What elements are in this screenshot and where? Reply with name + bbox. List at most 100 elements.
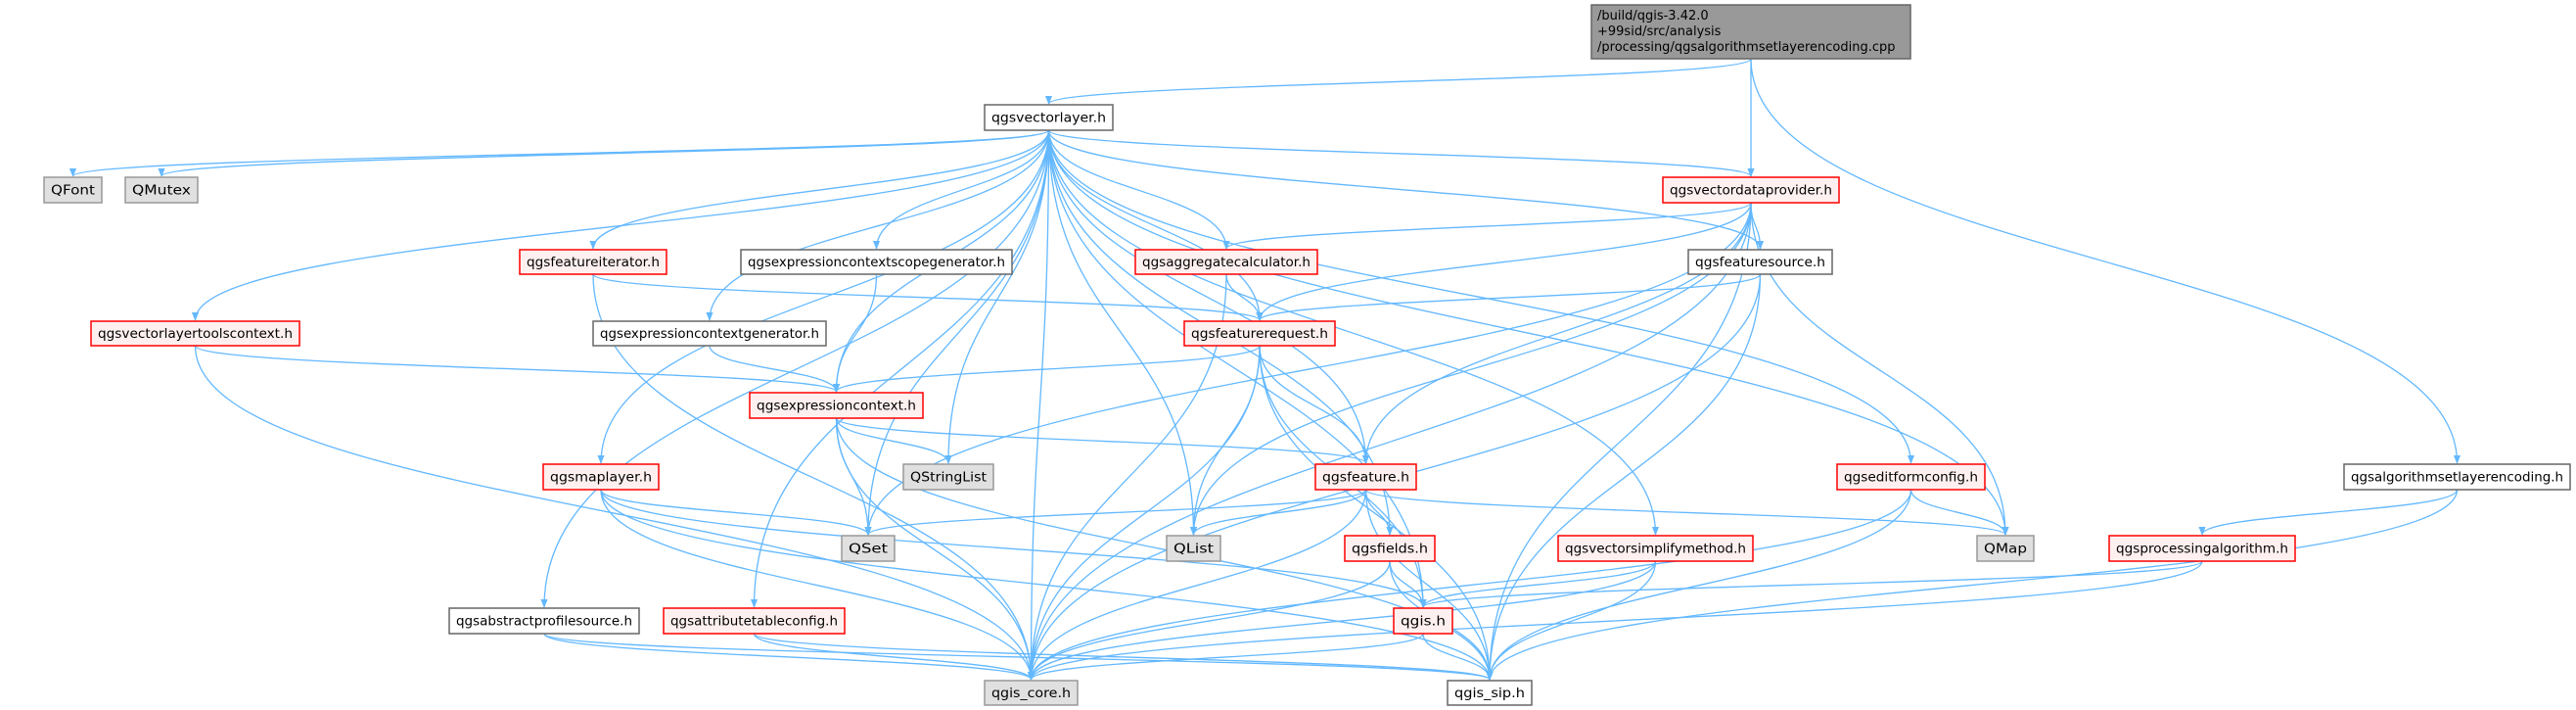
node-qgsexpressioncontext[interactable]: qgsexpressioncontext.h [749,392,924,419]
edge-qgsfeature-to-qgis_sip [1364,489,1494,681]
node-qgsfeaturerequest[interactable]: qgsfeaturerequest.h [1183,320,1336,347]
edge-qgsalgorithmsetlayerencoding-to-qgsprocessingalgorithm [2198,489,2459,536]
node-box [1590,4,1911,60]
edge-qgis-to-qgis_sip [1422,633,1494,681]
node-label: qgsfeature.h [1322,471,1409,486]
node-QSet[interactable]: QSet [841,535,896,562]
edge-qgsexpressioncontextscopegenerator-to-qgsexpressioncontext [832,273,878,393]
node-label: qgsfeatureiterator.h [527,256,660,270]
node-box [1447,680,1533,706]
edge-qgsvectorlayer-to-QStringList [944,129,1050,464]
node-qgsvectorlayer[interactable]: qgsvectorlayer.h [984,104,1114,131]
edges-layer [69,58,2461,681]
node-QMutex[interactable]: QMutex [124,176,199,204]
node-box [1557,535,1754,562]
node-label: QFont [51,184,95,199]
edge-qgsexpressioncontextgenerator-to-qgsexpressioncontext [709,345,841,393]
edge-qgsvectorlayer-to-qgsexpressioncontextgenerator [706,129,1050,321]
node-label: qgsattributetableconfig.h [670,615,838,630]
edge-qgsvectorlayer-to-qgsexpressioncontextscopegenerator [872,129,1050,250]
edge-qgseditformconfig-to-QMap [1909,489,2009,536]
edge-qgsvectordataprovider-to-qgsfeaturerequest [1256,202,1752,321]
edge-qgsabstractprofilesource-to-qgis_core [543,633,1035,681]
edge-qgsvectorlayer-to-qgis [1047,129,1427,608]
edge-root-to-qgsvectorlayer [1045,58,1752,105]
node-qgsfields[interactable]: qgsfields.h [1344,535,1436,562]
node-qgsaggregatecalculator[interactable]: qgsaggregatecalculator.h [1134,249,1318,275]
edge-qgseditformconfig-to-qgis_sip [1486,489,1912,681]
node-box [841,535,896,562]
node-label: qgis.h [1401,615,1446,630]
node-qgsmaplayer[interactable]: qgsmaplayer.h [542,463,660,491]
node-qgsprocessingalgorithm[interactable]: qgsprocessingalgorithm.h [2108,535,2296,562]
node-label: qgsalgorithmsetlayerencoding.h [2351,471,2563,486]
edge-qgsexpressioncontext-to-qgis_core [835,417,1035,681]
node-box [1183,320,1336,347]
node-qgsexpressioncontextscopegenerator[interactable]: qgsexpressioncontextscopegenerator.h [740,249,1013,275]
node-box [1344,535,1436,562]
root-label-line: +99sid/src/analysis [1597,24,1722,39]
edge-qgsvectorlayer-to-QMutex [158,129,1050,177]
node-label: qgsfeaturesource.h [1695,256,1825,270]
edge-qgsvectorsimplifymethod-to-qgis_sip [1486,560,1657,681]
node-qgsattributetableconfig[interactable]: qgsattributetableconfig.h [663,607,846,635]
edge-qgsfeaturerequest-to-qgis_sip [1259,345,1494,681]
node-label: qgis_sip.h [1454,686,1525,701]
edge-qgsfeaturerequest-to-qgis_core [1027,345,1261,681]
node-box [90,320,300,347]
node-label: QList [1173,543,1214,557]
node-qgseditformconfig[interactable]: qgseditformconfig.h [1836,463,1986,491]
node-QStringList[interactable]: QStringList [902,463,994,491]
node-box [542,463,660,491]
node-QFont[interactable]: QFont [43,176,103,204]
node-qgis[interactable]: qgis.h [1393,607,1453,635]
node-qgsexpressioncontextgenerator[interactable]: qgsexpressioncontextgenerator.h [592,320,827,347]
node-qgsvectorsimplifymethod[interactable]: qgsvectorsimplifymethod.h [1557,535,1754,562]
node-label: qgsvectorsimplifymethod.h [1565,543,1746,557]
edge-qgsvectorlayer-to-qgseditformconfig [1047,129,1915,464]
node-qgsabstractprofilesource[interactable]: qgsabstractprofilesource.h [448,607,640,635]
node-box [2343,463,2571,491]
node-box [1687,249,1833,275]
edge-qgsvectorlayer-to-qgsabstractprofilesource [540,129,1050,608]
node-label: qgsprocessingalgorithm.h [2116,543,2288,557]
node-label: qgsaggregatecalculator.h [1142,256,1311,270]
node-qgis_core[interactable]: qgis_core.h [984,680,1079,706]
node-qgsfeature[interactable]: qgsfeature.h [1314,463,1417,491]
node-qgis_sip[interactable]: qgis_sip.h [1447,680,1533,706]
node-box [984,104,1114,131]
node-qgsfeaturesource[interactable]: qgsfeaturesource.h [1687,249,1833,275]
edge-qgsvectorlayer-to-qgsvectorsimplifymethod [1047,129,1660,536]
node-box [984,680,1079,706]
edge-qgsfeature-to-QList [1189,489,1367,536]
node-label: qgsvectorlayer.h [991,112,1106,126]
node-box [1393,607,1453,635]
edge-qgsmaplayer-to-QSet [600,489,872,536]
edge-qgsvectorlayer-to-qgsaggregatecalculator [1047,129,1230,250]
node-qgsalgorithmsetlayerencoding[interactable]: qgsalgorithmsetlayerencoding.h [2343,463,2571,491]
node-QList[interactable]: QList [1166,535,1221,562]
node-box [1976,535,2035,562]
edge-qgsmaplayer-to-qgis [600,489,1427,608]
edge-qgseditformconfig-to-qgis_core [1027,489,1912,681]
node-label: QSet [849,543,888,557]
node-label: qgsfields.h [1352,543,1428,557]
node-box [1836,463,1986,491]
node-box [2108,535,2296,562]
edge-qgsvectorlayertoolscontext-to-qgsexpressioncontext [194,345,840,393]
edge-qgsvectorlayer-to-QList [1047,129,1198,536]
node-QMap[interactable]: QMap [1976,535,2035,562]
node-box [519,249,667,275]
node-label: qgsexpressioncontextscopegenerator.h [748,256,1005,270]
node-qgsvectorlayertoolscontext[interactable]: qgsvectorlayertoolscontext.h [90,320,300,347]
edge-qgsfeature-to-QMap [1364,489,2009,536]
node-qgsvectordataprovider[interactable]: qgsvectordataprovider.h [1662,176,1840,204]
edge-qgsprocessingalgorithm-to-qgis [1419,560,2203,608]
edge-qgsaggregatecalculator-to-qgis_core [1027,273,1227,681]
root-label-line: /processing/qgsalgorithmsetlayerencoding… [1597,40,1896,55]
node-label: qgsvectorlayertoolscontext.h [98,327,293,342]
edge-qgsalgorithmsetlayerencoding-to-qgis_sip [1486,489,2459,681]
node-box [43,176,103,204]
edge-qgsvectorlayer-to-QFont [69,129,1050,177]
node-qgsfeatureiterator[interactable]: qgsfeatureiterator.h [519,249,667,275]
